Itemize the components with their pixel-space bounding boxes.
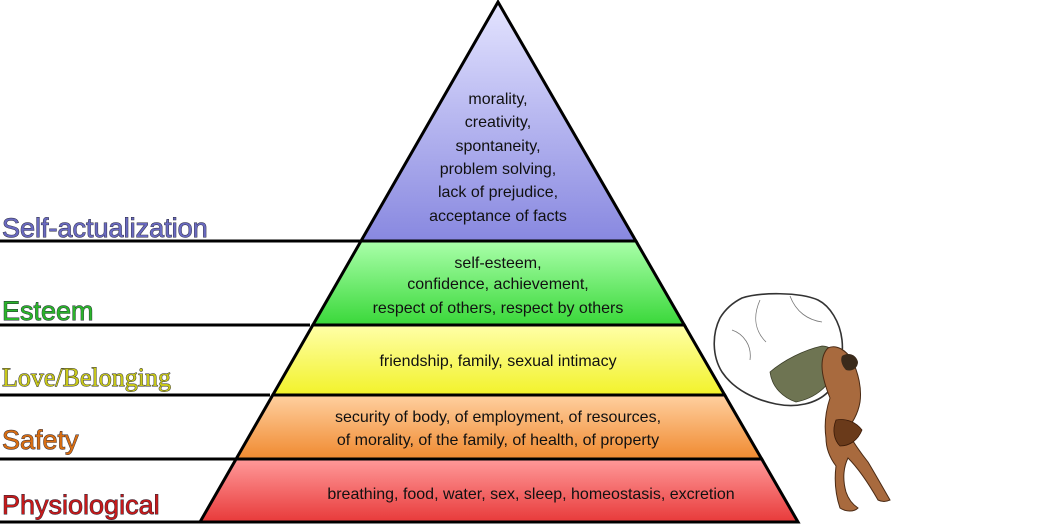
label-safety: Safety [2,425,79,455]
tier-love-belonging: friendship, family, sexual intimacy [270,323,728,397]
tier-description-line: respect of others, respect by others [373,300,624,317]
tier-description-line: self-esteem, [454,255,541,272]
tier-description-line: spontaneity, [455,138,540,155]
tier-description-line: creativity, [465,114,531,131]
label-esteem: Esteem [2,296,94,326]
tier-description-line: lack of prejudice, [438,184,558,201]
label-physiological: Physiological [2,490,160,520]
tier-description-line: morality, [468,91,527,108]
tier-description-line: friendship, family, sexual intimacy [379,353,616,370]
tier-description-line: of morality, of the family, of health, o… [337,432,659,449]
tier-esteem-description: self-esteem, confidence, achievement, resp… [373,255,624,317]
tier-physiological-description: breathing, food, water, sex, sleep, home… [327,486,734,503]
tier-safety-shape [233,393,765,461]
tier-description-line: confidence, achievement, [407,276,588,293]
tier-safety-description: security of body, of employment, of reso… [335,409,661,449]
label-self-actualization: Self-actualization [2,213,208,243]
tier-description-line: problem solving, [440,161,557,178]
figure-pushing-boulder-icon [713,292,891,512]
tier-physiological: breathing, food, water, sex, sleep, home… [197,457,801,524]
label-love-belonging: Love/Belonging [2,363,171,392]
tier-self-actualization-shape [358,0,639,243]
tier-esteem: self-esteem, confidence, achievement, resp… [310,239,687,327]
tier-self-actualization: morality, creativity, spontaneity, problem … [358,0,639,243]
tier-description-line: breathing, food, water, sex, sleep, home… [327,486,734,503]
tier-description-line: security of body, of employment, of reso… [335,409,661,426]
figure-body [821,346,891,512]
tier-self-actualization-description: morality, creativity, spontaneity, problem … [429,91,567,225]
tier-love-belonging-description: friendship, family, sexual intimacy [379,353,616,370]
tier-safety: security of body, of employment, of reso… [233,393,765,461]
tier-description-line: acceptance of facts [429,208,567,225]
